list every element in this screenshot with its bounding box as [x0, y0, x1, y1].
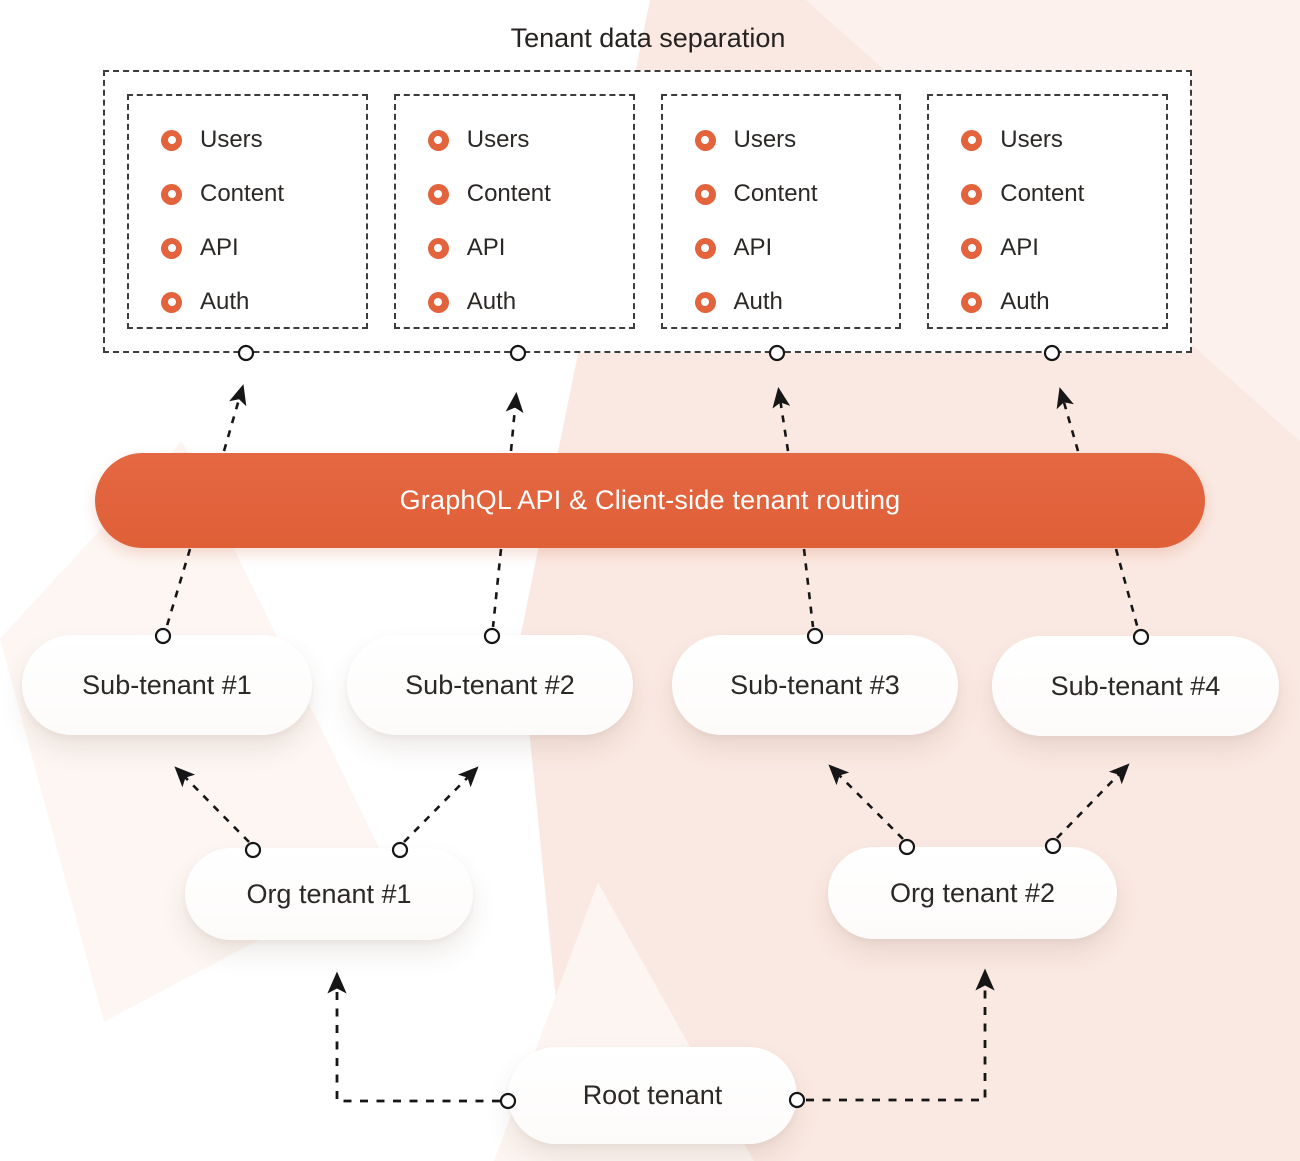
- node-label: Org tenant #1: [246, 878, 412, 909]
- list-item: Content: [427, 180, 633, 208]
- list-item-label: Auth: [466, 288, 517, 315]
- bullet-donut-icon: [161, 237, 182, 259]
- list-item-label: Auth: [200, 288, 250, 315]
- node-sub-tenant-2: Sub-tenant #2: [347, 635, 633, 735]
- tenant-data-box-1: Users Content API Auth: [127, 94, 368, 329]
- list-item-label: Users: [733, 126, 797, 153]
- graphql-api-routing-bar: GraphQL API & Client-side tenant routing: [95, 453, 1205, 548]
- list-item-label: Content: [200, 180, 285, 207]
- list-item-label: API: [466, 234, 506, 261]
- list-item: Users: [161, 126, 366, 154]
- tenant-data-box-4: Users Content API Auth: [927, 94, 1168, 329]
- list-item: API: [961, 234, 1166, 262]
- list-item: Auth: [161, 288, 366, 316]
- tenant-data-separation-group: Users Content API Auth Users Content API…: [103, 70, 1192, 353]
- bullet-donut-icon: [427, 183, 449, 205]
- bullet-donut-icon: [961, 291, 983, 313]
- node-org-tenant-2: Org tenant #2: [828, 847, 1117, 939]
- list-item-label: Users: [1000, 126, 1063, 153]
- list-item: Content: [161, 180, 366, 208]
- list-item-label: Auth: [733, 288, 783, 315]
- list-item: API: [161, 234, 366, 262]
- list-item-label: Users: [200, 126, 263, 153]
- list-item: Auth: [694, 288, 900, 316]
- list-item-label: API: [200, 234, 239, 261]
- bullet-donut-icon: [694, 291, 716, 313]
- list-item: Auth: [427, 288, 633, 316]
- api-bar-label: GraphQL API & Client-side tenant routing: [399, 485, 901, 515]
- node-label: Sub-tenant #2: [405, 669, 575, 700]
- list-item-label: API: [733, 234, 773, 261]
- tenant-data-box-2: Users Content API Auth: [393, 94, 635, 329]
- bullet-donut-icon: [161, 183, 182, 205]
- list-item-label: API: [1000, 234, 1039, 261]
- list-item-label: Content: [733, 180, 818, 207]
- list-item: Users: [427, 126, 633, 154]
- node-sub-tenant-3: Sub-tenant #3: [672, 635, 958, 735]
- list-item: API: [427, 234, 633, 262]
- bullet-donut-icon: [961, 129, 983, 151]
- bullet-donut-icon: [961, 183, 983, 205]
- bullet-donut-icon: [161, 129, 182, 151]
- list-item: Content: [961, 180, 1166, 208]
- list-item: Content: [694, 180, 900, 208]
- list-item-label: Content: [466, 180, 551, 207]
- list-item: Auth: [961, 288, 1166, 316]
- list-item-label: Users: [466, 126, 530, 153]
- bullet-donut-icon: [427, 237, 449, 259]
- list-item-label: Auth: [1000, 288, 1050, 315]
- list-item: API: [694, 234, 900, 262]
- bullet-donut-icon: [694, 129, 716, 151]
- node-label: Sub-tenant #4: [1050, 670, 1221, 701]
- node-sub-tenant-1: Sub-tenant #1: [22, 635, 312, 735]
- list-item: Users: [961, 126, 1166, 154]
- tenant-data-box-3: Users Content API Auth: [660, 94, 902, 329]
- node-sub-tenant-4: Sub-tenant #4: [992, 636, 1279, 736]
- bullet-donut-icon: [161, 291, 182, 313]
- bullet-donut-icon: [427, 291, 449, 313]
- list-item-label: Content: [1000, 180, 1085, 207]
- bullet-donut-icon: [694, 237, 716, 259]
- node-root-tenant: Root tenant: [508, 1047, 797, 1144]
- bullet-donut-icon: [694, 183, 716, 205]
- bullet-donut-icon: [427, 129, 449, 151]
- node-label: Org tenant #2: [889, 877, 1056, 908]
- node-org-tenant-1: Org tenant #1: [185, 848, 473, 940]
- diagram-title: Tenant data separation: [510, 23, 786, 53]
- node-label: Root tenant: [582, 1080, 723, 1110]
- node-label: Sub-tenant #1: [82, 669, 252, 700]
- node-label: Sub-tenant #3: [730, 669, 900, 700]
- list-item: Users: [694, 126, 900, 154]
- bullet-donut-icon: [961, 237, 983, 259]
